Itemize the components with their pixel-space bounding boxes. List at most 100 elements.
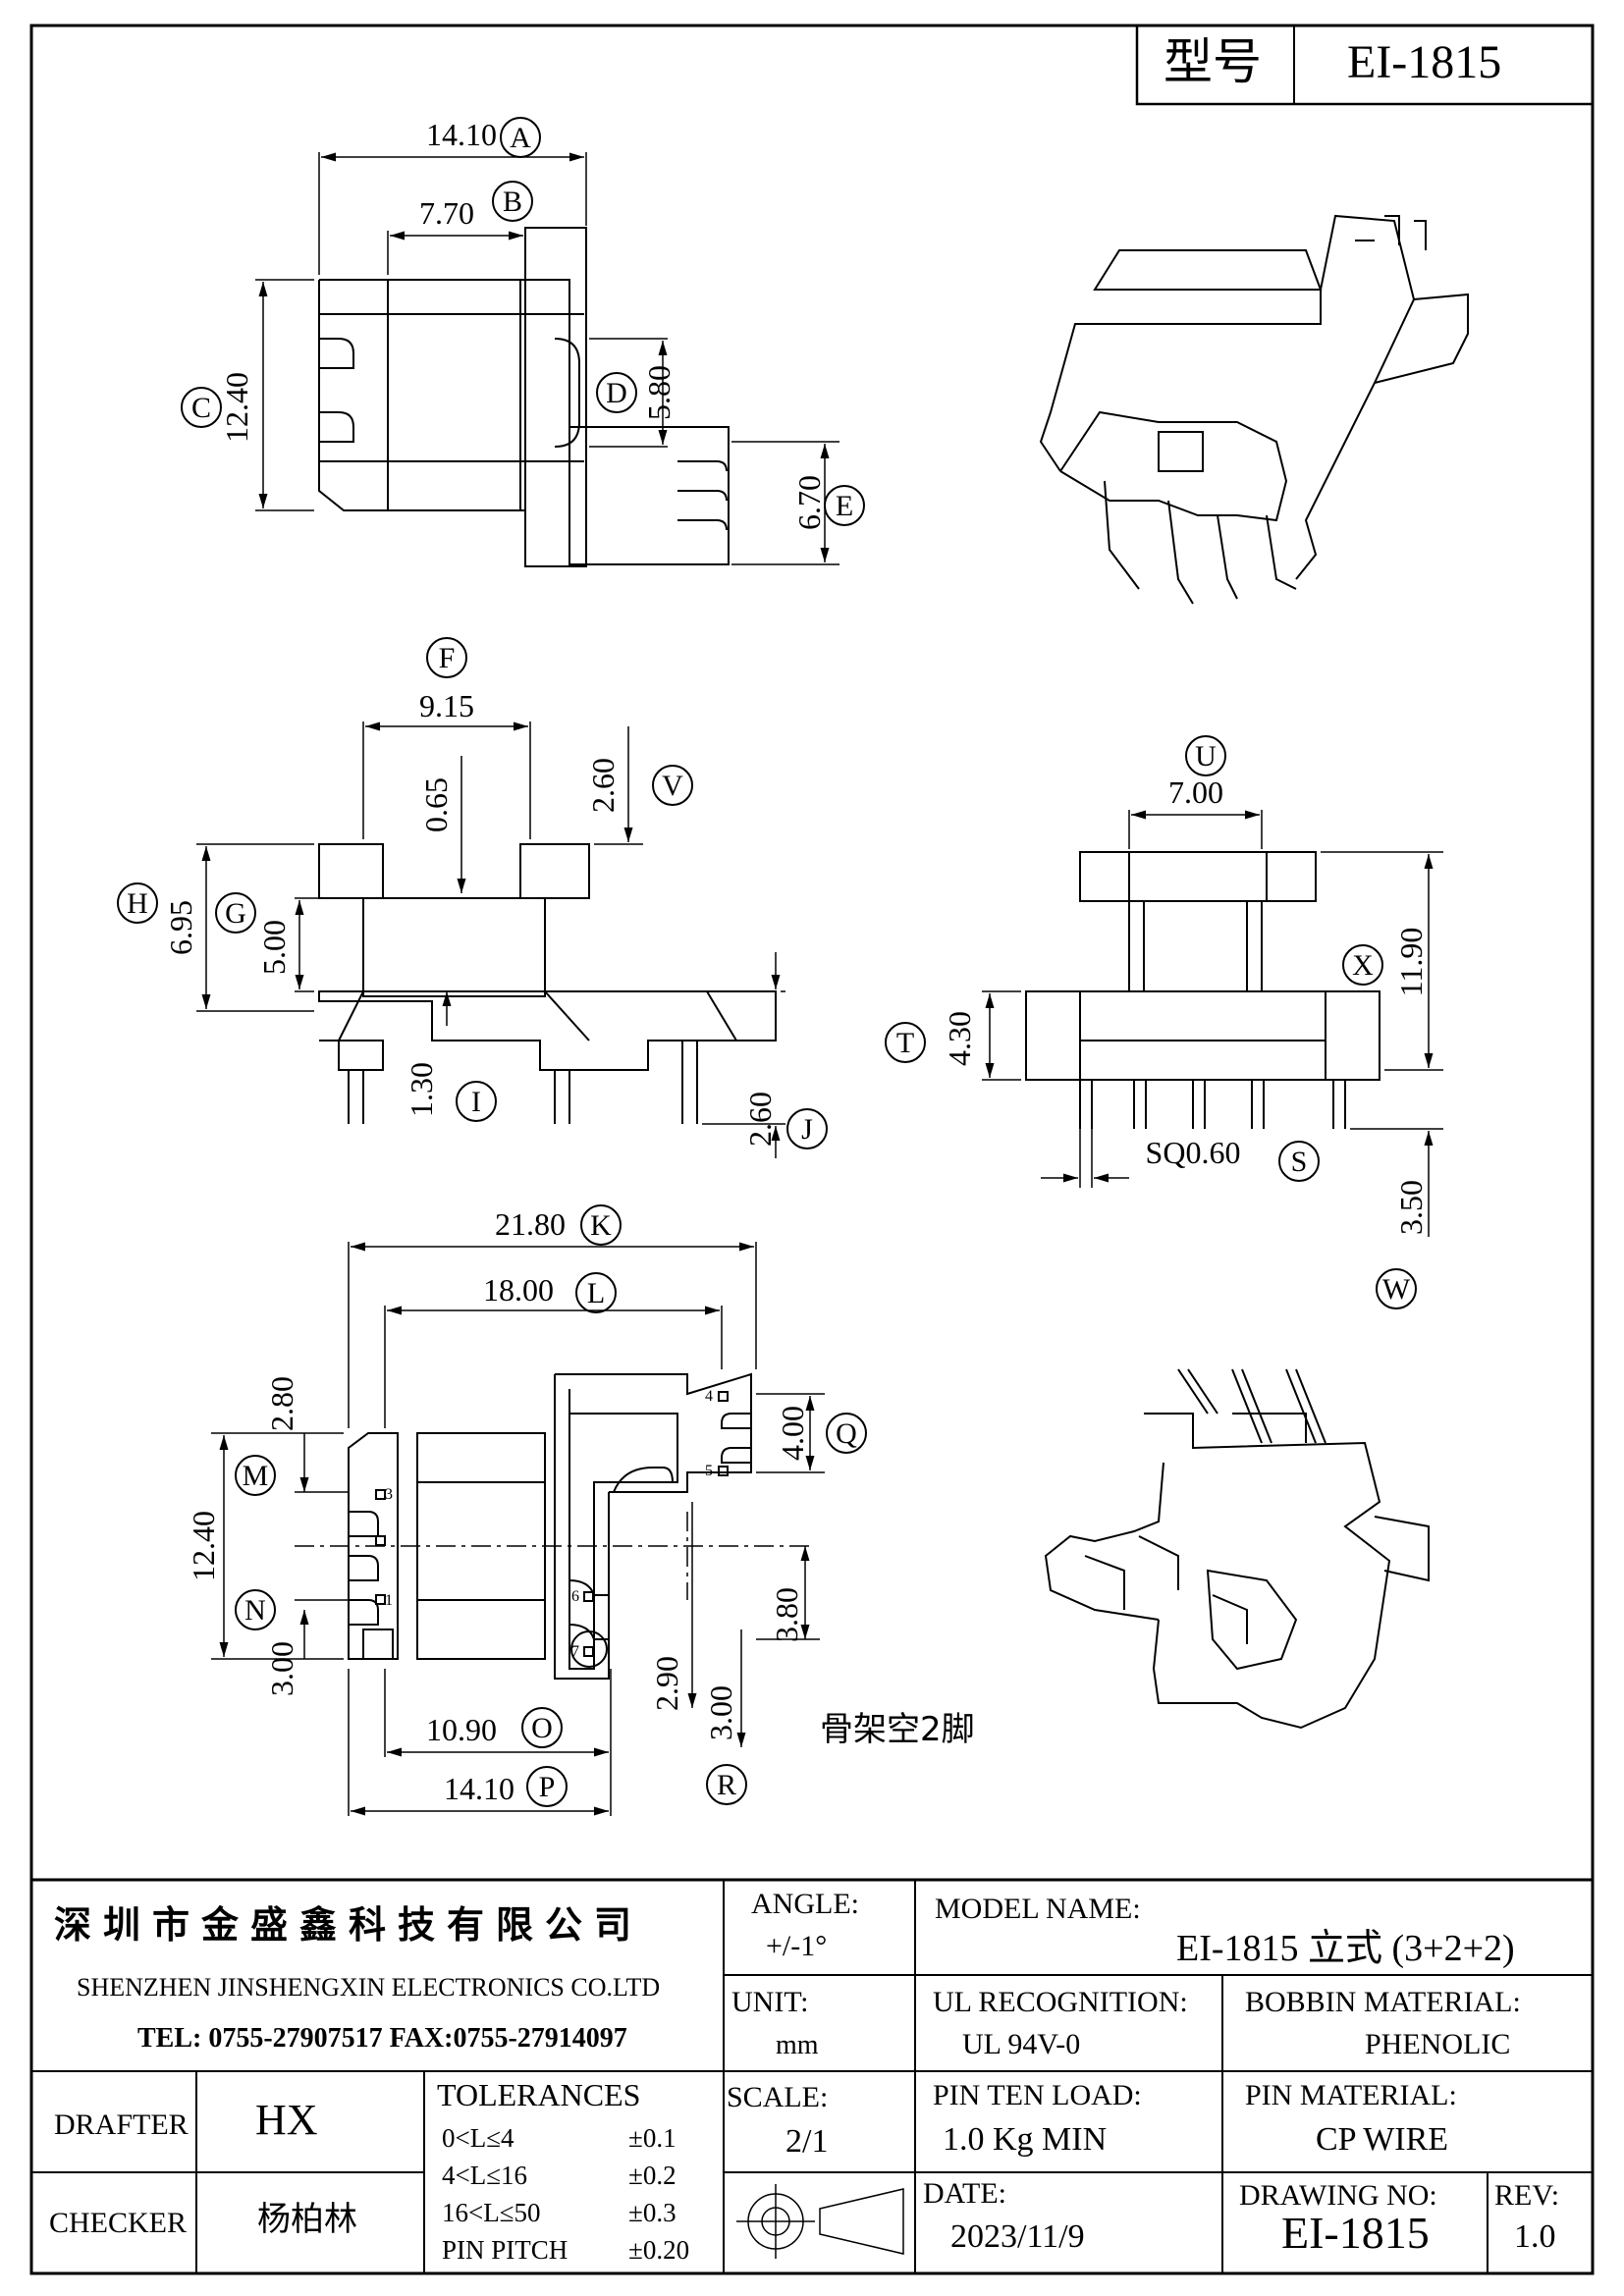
svg-text:K: K <box>590 1209 612 1242</box>
drafter-value: HX <box>255 2096 318 2144</box>
dim-value-l: 18.00 <box>483 1272 554 1308</box>
company-name-cn: 深圳市金盛鑫科技有限公司 <box>54 1903 644 1947</box>
svg-text:Q: Q <box>836 1417 857 1450</box>
svg-text:E: E <box>836 490 853 522</box>
ul-value: UL 94V-0 <box>962 2028 1081 2060</box>
date-value: 2023/11/9 <box>950 2218 1085 2255</box>
date-label: DATE: <box>923 2177 1006 2210</box>
note-missing-pins: 骨架空2脚 <box>820 1710 975 1749</box>
dim-value-v: 2.60 <box>585 758 621 813</box>
dim-value-f: 9.15 <box>419 688 474 723</box>
dim-value-p: 14.10 <box>444 1771 514 1806</box>
tolerance-range: 4<L≤16 <box>442 2161 528 2190</box>
dim-value-s: SQ0.60 <box>1146 1135 1241 1170</box>
tolerance-row: 16<L≤50 ±0.3 <box>442 2195 727 2232</box>
dim-letter-q: Q <box>826 1413 867 1454</box>
svg-text:D: D <box>606 377 627 409</box>
title-block-grid <box>31 1878 1593 2273</box>
drafter-label: DRAFTER <box>54 2109 189 2141</box>
dim-letter-l: L <box>575 1272 617 1313</box>
model-label: 型号 <box>1164 33 1262 90</box>
dim-value-o: 10.90 <box>426 1712 497 1747</box>
tolerance-value: ±0.20 <box>628 2235 690 2265</box>
checker-value: 杨柏林 <box>257 2200 357 2239</box>
drawing-no-value: EI-1815 <box>1281 2208 1430 2258</box>
dim-letter-r: R <box>706 1764 747 1805</box>
dim-letter-w: W <box>1376 1268 1417 1309</box>
pin-number-4: 4 <box>705 1388 713 1405</box>
pin-number-1: 1 <box>385 1592 393 1609</box>
svg-text:M: M <box>243 1460 269 1492</box>
dim-letter-j: J <box>786 1108 828 1149</box>
pin-load-label: PIN TEN LOAD: <box>933 2079 1142 2111</box>
dim-value-a: 14.10 <box>426 117 497 152</box>
svg-text:P: P <box>539 1771 556 1803</box>
svg-text:H: H <box>127 887 148 920</box>
model-box <box>1135 24 1595 106</box>
pin-number-7: 7 <box>571 1643 579 1660</box>
svg-text:R: R <box>717 1769 736 1801</box>
pin-number-6: 6 <box>571 1588 579 1605</box>
dim-value-t: 4.30 <box>942 1011 977 1066</box>
dim-value-d: 5.80 <box>641 365 677 420</box>
checker-label: CHECKER <box>49 2207 188 2239</box>
dim-letter-f: F <box>426 637 467 678</box>
dim-letter-a: A <box>500 117 541 158</box>
angle-label: ANGLE: <box>751 1888 859 1920</box>
view-front <box>318 843 777 1124</box>
dim-value-c: 12.40 <box>219 372 254 443</box>
dim-value-h: 6.95 <box>163 900 198 955</box>
dim-letter-k: K <box>580 1204 622 1246</box>
dim-value-m: 2.80 <box>264 1376 299 1431</box>
dim-letter-g: G <box>215 892 256 934</box>
svg-text:X: X <box>1352 949 1374 982</box>
svg-text:U: U <box>1195 740 1217 773</box>
unit-label: UNIT: <box>731 1986 809 2018</box>
angle-value: +/-1° <box>766 1930 828 1962</box>
unit-value: mm <box>776 2030 819 2060</box>
svg-text:J: J <box>801 1113 813 1146</box>
svg-text:C: C <box>191 392 211 424</box>
dim-value-w: 3.50 <box>1393 1180 1429 1235</box>
rev-value: 1.0 <box>1514 2218 1556 2255</box>
dim-letter-t: T <box>885 1022 926 1063</box>
pin-material-value: CP WIRE <box>1316 2121 1449 2158</box>
scale-value: 2/1 <box>785 2123 829 2160</box>
tolerance-value: ±0.3 <box>628 2198 677 2227</box>
dim-letter-p: P <box>526 1766 568 1807</box>
dim-letter-o: O <box>521 1707 563 1748</box>
tolerance-value: ±0.1 <box>628 2123 677 2153</box>
svg-text:V: V <box>662 770 683 802</box>
tolerance-value: ±0.2 <box>628 2161 677 2190</box>
dim-letter-e: E <box>824 485 865 526</box>
dim-value-u: 7.00 <box>1168 774 1223 810</box>
drawing-no-label: DRAWING NO: <box>1239 2179 1437 2212</box>
bobbin-label: BOBBIN MATERIAL: <box>1245 1986 1521 2018</box>
svg-text:S: S <box>1291 1146 1308 1178</box>
dim-letter-v: V <box>652 765 693 806</box>
dim-value-r3: 3.80 <box>769 1587 804 1642</box>
svg-text:O: O <box>531 1712 553 1744</box>
dim-value-e: 6.70 <box>791 475 827 530</box>
dim-value-j: 2.60 <box>742 1092 778 1147</box>
dim-value-i: 1.30 <box>404 1062 439 1117</box>
tolerance-range: 16<L≤50 <box>442 2198 541 2227</box>
projection-symbol <box>736 2184 904 2259</box>
dim-letter-m: M <box>235 1455 276 1496</box>
company-contact: TEL: 0755-27907517 FAX:0755-27914097 <box>137 2023 627 2054</box>
view-top <box>318 227 730 567</box>
tolerances-table: 0<L≤4±0.1 4<L≤16±0.2 16<L≤50±0.3 PIN PIT… <box>442 2120 727 2269</box>
dim-value-r: 3.00 <box>703 1685 738 1740</box>
dim-value-k: 21.80 <box>495 1206 566 1242</box>
tolerances-label: TOLERANCES <box>437 2077 641 2112</box>
dim-letter-i: I <box>456 1081 497 1122</box>
model-name-value: EI-1815 立式 (3+2+2) <box>1176 1928 1515 1969</box>
pin-load-value: 1.0 Kg MIN <box>943 2121 1108 2158</box>
dim-letter-c: C <box>181 387 222 428</box>
bobbin-value: PHENOLIC <box>1365 2028 1511 2060</box>
dim-value-m2: 12.40 <box>186 1511 221 1581</box>
scale-label: SCALE: <box>727 2081 829 2113</box>
